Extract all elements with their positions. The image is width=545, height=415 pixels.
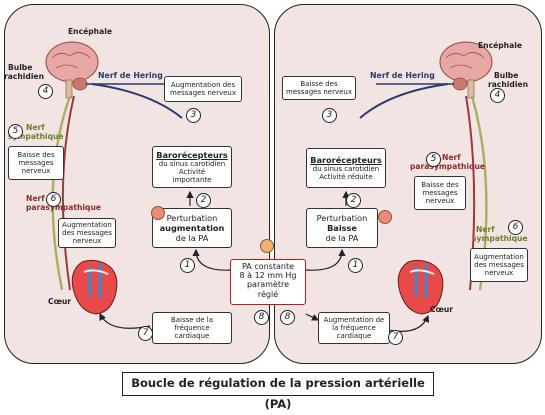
left-baro-line3: importante (172, 176, 212, 185)
left-para-box-line3: nerveux (72, 237, 102, 246)
left-messages-line1: Augmentation des (170, 80, 236, 89)
right-symp-box: Augmentation des messages nerveux (470, 248, 528, 282)
center-line2: 8 à 12 mm Hg (239, 271, 297, 281)
right-para-box-line2: messages (422, 188, 458, 197)
right-bulbe-label-1: Bulbe (494, 71, 519, 80)
right-symp-box-line1: Augmentation (474, 252, 524, 261)
right-perturbation-box: Perturbation Baisse de la PA (306, 208, 378, 248)
right-encephale-label: Encéphale (478, 41, 522, 50)
left-freq-line2: fréquence (174, 323, 210, 332)
left-step-5: 5 (8, 124, 23, 139)
right-para-box-line1: Baisse des (421, 180, 459, 189)
right-step-8: 8 (280, 310, 295, 325)
left-baro-head: Barorécepteurs (156, 149, 228, 160)
right-para-box: Baisse des messages nerveux (414, 176, 466, 210)
right-heart-icon (397, 259, 444, 315)
right-baro-line2: Activité réduite (319, 173, 373, 181)
right-step-4: 4 (490, 88, 505, 103)
left-pert-line3: de la PA (175, 233, 209, 243)
center-line1: PA constante (241, 262, 295, 271)
left-freq-line1: Baisse de la (170, 315, 214, 324)
right-step-7: 7 (388, 330, 403, 345)
left-messages-box: Augmentation des messages nerveux (164, 76, 242, 102)
left-step-3: 3 (186, 108, 201, 123)
right-baro-head: Barorécepteurs (310, 154, 382, 165)
left-encephale-label: Encéphale (68, 27, 112, 36)
center-line3: paramètre (246, 280, 290, 290)
right-step-1: 1 (348, 258, 363, 273)
left-step-7: 7 (138, 326, 153, 341)
right-hering-label: Nerf de Hering (370, 71, 435, 80)
left-messages-line2: messages nerveux (170, 89, 236, 97)
left-baro-line2: Activité (178, 167, 206, 176)
left-symp-label-2: sympathique (8, 132, 64, 141)
right-messages-line2: messages nerveux (286, 88, 352, 96)
left-para-box-line1: Augmentation (62, 220, 112, 229)
left-bulbe-label-1: Bulbe (8, 63, 33, 72)
right-step-6: 6 (508, 220, 523, 235)
left-frequence-box: Baisse de la fréquence cardiaque (152, 312, 232, 344)
left-sad-face-icon (151, 206, 165, 220)
left-pert-line1: Perturbation (166, 213, 218, 223)
right-frequence-box: Augmentation de la fréquence cardiaque (318, 312, 390, 344)
right-symp-label-1: Nerf (476, 225, 495, 234)
right-para-label-2: parasympathique (410, 162, 486, 171)
right-symp-box-line3: nerveux (484, 269, 514, 278)
right-pert-line1: Perturbation (316, 213, 368, 223)
left-coeur-label: Cœur (48, 297, 72, 306)
left-freq-line3: cardiaque (174, 332, 210, 341)
right-symp-label-2: sympathique (472, 234, 528, 243)
right-baro-line1: du sinus carotidien (312, 164, 380, 173)
left-symp-box: Baisse des messages nerveux (8, 146, 64, 180)
left-symp-box-line1: Baisse des (17, 150, 55, 159)
left-para-box: Augmentation des messages nerveux (58, 218, 116, 248)
center-line4: réglé (257, 289, 279, 299)
right-brain-icon (439, 41, 493, 99)
right-freq-line2: la fréquence (332, 323, 376, 332)
left-step-4: 4 (38, 84, 53, 99)
right-para-box-line3: nerveux (425, 197, 455, 206)
right-messages-line1: Baisse des (300, 79, 338, 88)
left-brain-icon (45, 41, 99, 99)
left-step-6: 6 (46, 192, 61, 207)
left-step-8: 8 (254, 310, 269, 325)
right-bulbe-label-2: rachidien (488, 80, 528, 89)
left-hering-label: Nerf de Hering (98, 71, 163, 80)
right-freq-line1: Augmentation de (323, 315, 385, 324)
right-pert-line2: Baisse (327, 223, 357, 233)
connection-lines (45, 41, 493, 332)
left-para-box-line2: des messages (62, 228, 112, 237)
right-symp-box-line2: des messages (474, 260, 524, 269)
left-para-label-1: Nerf (26, 194, 45, 203)
left-baro-line1: du sinus carotidien (158, 159, 226, 168)
right-step-2: 2 (346, 193, 361, 208)
left-barorecepteurs-box: Barorécepteurs du sinus carotidien Activ… (152, 146, 232, 188)
left-heart-icon (71, 259, 118, 315)
right-freq-line3: cardiaque (336, 332, 372, 341)
left-symp-box-line2: messages (18, 158, 54, 167)
right-messages-box: Baisse des messages nerveux (282, 76, 356, 100)
right-barorecepteurs-box: Barorécepteurs du sinus carotidien Activ… (306, 148, 386, 188)
left-para-label-2: parasympathique (26, 203, 102, 212)
right-coeur-label: Cœur (430, 305, 454, 314)
right-pert-line3: de la PA (325, 233, 359, 243)
left-perturbation-box: Perturbation augmentation de la PA (152, 208, 232, 248)
right-step-5: 5 (426, 152, 441, 167)
diagram-title: Boucle de régulation de la pression arté… (122, 372, 434, 411)
right-para-label-1: Nerf (442, 153, 461, 162)
left-symp-label-1: Nerf (26, 123, 45, 132)
center-pa-box: PA constante 8 à 12 mm Hg paramètre régl… (230, 259, 306, 305)
left-bulbe-label-2: rachidien (4, 72, 44, 81)
smiley-face-icon (260, 239, 274, 253)
left-step-2: 2 (196, 193, 211, 208)
left-step-1: 1 (180, 258, 195, 273)
right-sad-face-icon (378, 210, 392, 224)
left-pert-line2: augmentation (159, 223, 225, 233)
right-step-3: 3 (322, 108, 337, 123)
left-symp-box-line3: nerveux (21, 167, 51, 176)
